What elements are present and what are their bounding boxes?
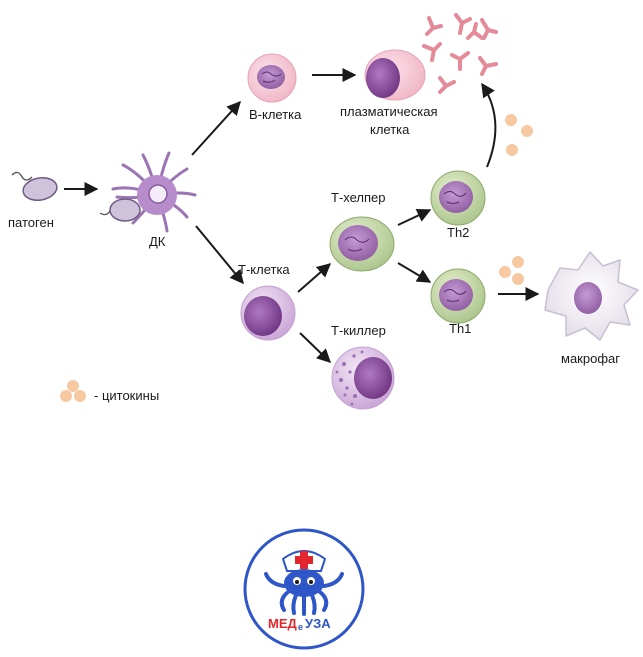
dc-label: ДК [149, 234, 166, 249]
arrow-tcell-to-thelper [297, 263, 332, 293]
b-cell [247, 53, 297, 103]
cytokines-lower [499, 256, 524, 285]
plasma-cell [364, 49, 426, 101]
cytokines-upper [505, 114, 533, 156]
t-killer-cell [331, 346, 395, 410]
logo-text-left: МЕД [268, 616, 298, 631]
th1-cell [430, 268, 486, 324]
t-killer-label: Т-киллер [331, 323, 386, 338]
b-cell-label: В-клетка [249, 107, 302, 122]
plasma-label-line1: плазматическая [340, 104, 438, 119]
arrow-thelper-to-th1 [397, 262, 432, 283]
medusa-logo: МЕД е УЗА [243, 528, 365, 650]
t-helper-cell [329, 216, 395, 272]
logo-text-small: е [298, 622, 303, 632]
antibodies [422, 13, 498, 94]
t-cell-label: Т-клетка [238, 262, 290, 277]
th2-cell [430, 170, 486, 226]
arrow-dc-to-bcell [191, 100, 241, 156]
cytokine-legend-label: - цитокины [94, 388, 159, 403]
arrow-tcell-to-tkiller [299, 332, 332, 363]
macrophage-cell [544, 251, 639, 341]
arrow-th2-to-antibodies [481, 82, 497, 168]
pathogen-cell [11, 171, 58, 201]
cytokine-legend-icon [60, 380, 86, 402]
macrophage-label: макрофаг [561, 351, 620, 366]
arrow-dc-to-tcell [195, 225, 244, 285]
th2-label: Th2 [447, 225, 469, 240]
plasma-label-line2: клетка [370, 122, 410, 137]
th1-label: Th1 [449, 321, 471, 336]
pathogen-label: патоген [8, 215, 54, 230]
arrow-thelper-to-th2 [397, 209, 432, 226]
logo-text-right: УЗА [305, 616, 331, 631]
t-cell [240, 285, 296, 341]
t-helper-label: Т-хелпер [331, 190, 386, 205]
dendritic-cell [99, 151, 197, 233]
